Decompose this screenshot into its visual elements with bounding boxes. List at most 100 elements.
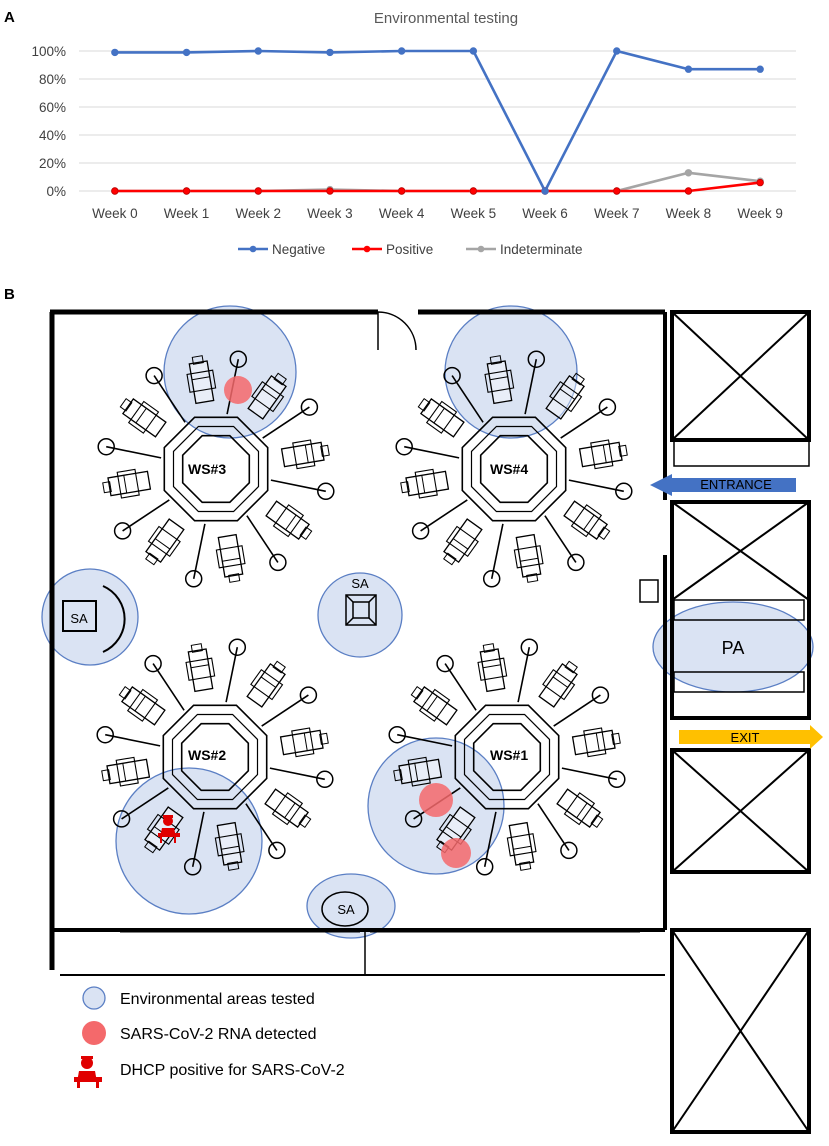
- data-point-positive: [326, 187, 334, 195]
- workstation-outer-ring: [162, 704, 268, 810]
- dental-chair: [279, 727, 329, 758]
- dental-chair: [484, 355, 515, 405]
- data-point-positive: [684, 187, 693, 195]
- dental-chair: [556, 788, 604, 828]
- operator-stool: [443, 366, 461, 385]
- chair-arm: [121, 787, 169, 820]
- data-point-negative: [397, 47, 406, 55]
- operator-stool: [316, 770, 334, 789]
- chair-arm: [420, 499, 468, 532]
- sa-label-south: SA: [337, 902, 355, 917]
- dental-chair: [280, 439, 330, 470]
- x-tick-label: Week 4: [379, 206, 425, 221]
- chair-arm: [225, 647, 239, 703]
- sterilization-area-center: [345, 594, 377, 626]
- legend-label-indeterminate: Indeterminate: [500, 242, 583, 257]
- chair-arm: [444, 663, 477, 711]
- chair-arm: [404, 445, 460, 459]
- y-tick-label: 0%: [46, 184, 66, 199]
- chair-arm: [122, 499, 170, 532]
- dental-chair: [571, 727, 621, 758]
- dental-chair: [185, 643, 216, 693]
- operator-stool: [411, 522, 430, 540]
- dental-chair: [506, 821, 537, 871]
- data-point-positive: [397, 187, 406, 195]
- operator-stool: [113, 522, 132, 540]
- workstation-ws3: [97, 350, 335, 588]
- operator-stool: [598, 398, 617, 416]
- workstation-inner-ring: [479, 434, 549, 504]
- data-point-negative: [541, 187, 549, 195]
- chair-arm: [270, 479, 326, 493]
- operator-stool: [144, 654, 162, 673]
- data-point-negative: [756, 65, 764, 73]
- operator-stool: [268, 841, 286, 860]
- red-dot-icon: [82, 1021, 106, 1045]
- workstation-outer-ring: [454, 704, 560, 810]
- x-tick-label: Week 3: [307, 206, 353, 221]
- workstation-mid-ring: [470, 425, 558, 513]
- legend-marker-indeterminate: [477, 245, 485, 253]
- legend-text-tested: Environmental areas tested: [120, 991, 315, 1008]
- operator-stool: [228, 638, 247, 656]
- panel-b-letter: B: [4, 286, 15, 303]
- workstation-ws1: [388, 638, 626, 876]
- dental-worker-legend-icon: [74, 1056, 102, 1088]
- clinic-floor-plan: B: [4, 286, 823, 1134]
- dental-chair: [410, 686, 458, 726]
- operator-stool: [184, 570, 203, 588]
- chair-arm: [245, 803, 278, 851]
- chair-arm: [553, 694, 601, 727]
- chair-arm: [568, 479, 624, 493]
- x-tick-label: Week 0: [92, 206, 138, 221]
- dental-chair: [101, 756, 151, 787]
- workstation-mid-ring: [172, 425, 260, 513]
- legend-marker-positive: [363, 245, 371, 253]
- chair-arm: [490, 523, 504, 579]
- building-walls: [49, 309, 667, 976]
- operator-stool: [269, 553, 287, 572]
- chair-arm: [106, 445, 162, 459]
- x-tick-label: Week 7: [594, 206, 640, 221]
- chart-series-points: [111, 47, 764, 195]
- chart-series-lines: [114, 49, 761, 193]
- legend-marker-negative: [249, 245, 257, 253]
- workstation-inner-ring: [180, 722, 250, 792]
- operator-stool: [300, 398, 319, 416]
- chair-arm: [192, 523, 206, 579]
- data-point-negative: [182, 48, 191, 57]
- x-tick-label: Week 2: [235, 206, 281, 221]
- data-point-negative: [684, 65, 693, 73]
- data-point-positive: [182, 187, 191, 195]
- series-line-negative: [114, 49, 761, 193]
- data-point-positive: [469, 187, 478, 195]
- x-tick-label: Week 8: [666, 206, 712, 221]
- workstation-outer-ring: [461, 416, 567, 522]
- dental-chair: [119, 398, 167, 438]
- x-tick-label: Week 6: [522, 206, 568, 221]
- dental-chair: [102, 468, 152, 499]
- data-point-indeterminate: [684, 169, 693, 177]
- sa-label-west: SA: [70, 611, 88, 626]
- exit-arrow: EXIT: [679, 725, 823, 749]
- workstation-mid-ring: [463, 713, 551, 801]
- operator-stool: [475, 858, 494, 876]
- operator-stool: [404, 810, 423, 828]
- dental-chair: [265, 500, 313, 540]
- operator-stool: [615, 482, 633, 501]
- data-point-negative: [254, 47, 262, 55]
- operator-stool: [96, 725, 114, 744]
- dental-chair: [400, 468, 450, 499]
- operator-stool: [560, 841, 578, 860]
- x-tick-label: Week 1: [164, 206, 210, 221]
- operator-stool: [567, 553, 585, 572]
- sterilization-area-west: [62, 585, 126, 653]
- operator-stool: [395, 437, 413, 456]
- data-point-negative: [469, 47, 478, 55]
- tested-area-sa-center: [317, 572, 403, 658]
- sterilization-area-south-outline: [321, 891, 369, 927]
- data-point-negative: [613, 47, 621, 55]
- plan-legend: Environmental areas tested SARS-CoV-2 RN…: [74, 986, 345, 1088]
